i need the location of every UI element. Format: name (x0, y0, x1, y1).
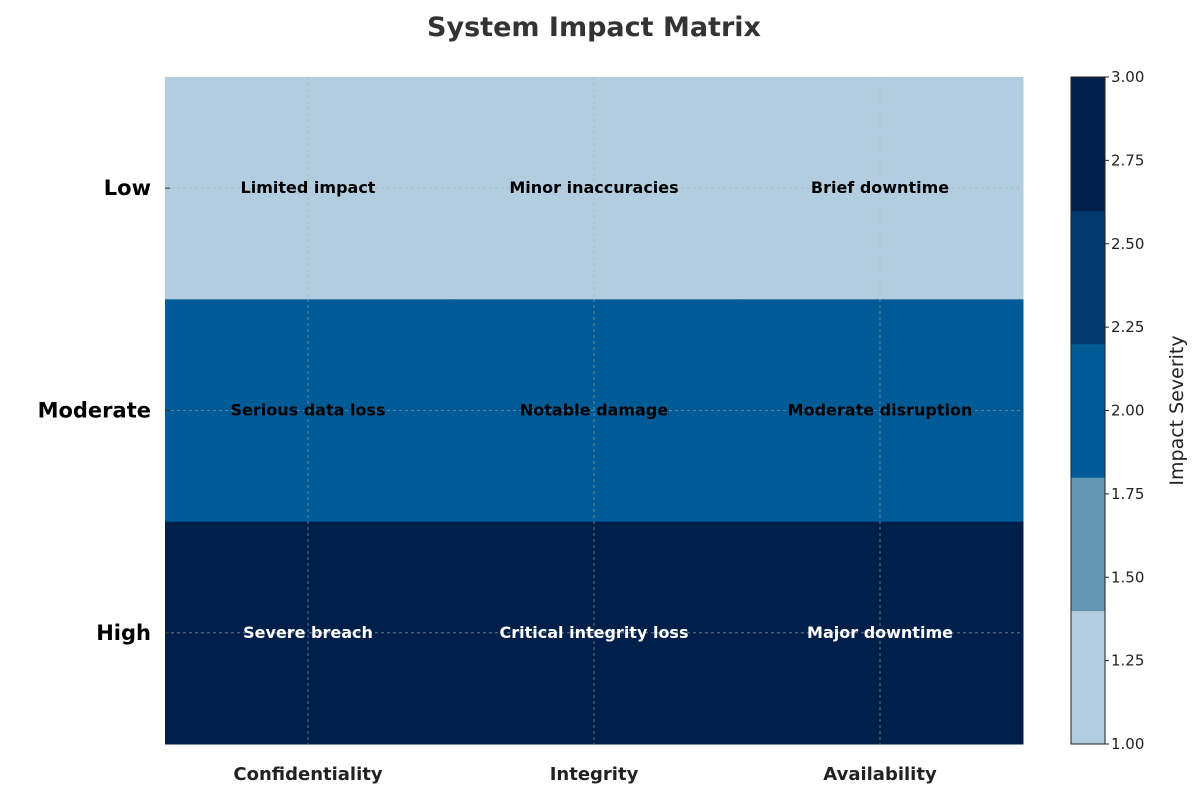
cell-label: Serious data loss (230, 401, 385, 420)
colorbar-segment (1071, 210, 1105, 345)
colorbar-segment (1071, 610, 1105, 745)
chart-title: System Impact Matrix (427, 12, 761, 43)
cell-label: Limited impact (241, 178, 376, 197)
colorbar-tick-label: 2.75 (1111, 151, 1144, 169)
cell-label: Minor inaccuracies (509, 178, 678, 197)
colorbar: 1.00 1.25 1.50 1.75 2.00 2.25 2.50 2.75 3.00Impa… (1070, 68, 1188, 753)
row-label: Low (104, 176, 151, 200)
row-label: High (96, 621, 151, 645)
colorbar-tick-label: 1.00 (1111, 735, 1144, 753)
colorbar-segment (1071, 477, 1105, 612)
colorbar-tick-label: 1.25 (1111, 652, 1144, 670)
cell-label: Brief downtime (811, 178, 949, 197)
column-label: Availability (823, 764, 937, 785)
cell-label: Critical integrity loss (500, 623, 689, 642)
column-labels: Confidentiality Integrity Availability (233, 764, 937, 785)
colorbar-segment (1071, 77, 1105, 211)
colorbar-tick-label: 2.25 (1111, 318, 1144, 336)
cell-label: Moderate disruption (788, 401, 973, 420)
cell-label: Severe breach (243, 623, 373, 642)
grid-lines (165, 77, 1023, 744)
colorbar-tick-label: 2.00 (1111, 402, 1144, 420)
cell-label: Major downtime (807, 623, 953, 642)
colorbar-tick-label: 3.00 (1111, 68, 1144, 86)
cell-labels: Limited impact Minor inaccuracies Brief do… (230, 178, 972, 642)
colorbar-tick-label: 2.50 (1111, 235, 1144, 253)
cell-label: Notable damage (520, 401, 668, 420)
colorbar-label: Impact Severity (1166, 335, 1188, 485)
column-label: Confidentiality (233, 764, 383, 785)
column-label: Integrity (550, 764, 639, 785)
colorbar-tick-label: 1.50 (1111, 568, 1144, 586)
colorbar-segment (1071, 343, 1105, 478)
colorbar-tick-label: 1.75 (1111, 485, 1144, 503)
row-label: Moderate (38, 399, 151, 423)
